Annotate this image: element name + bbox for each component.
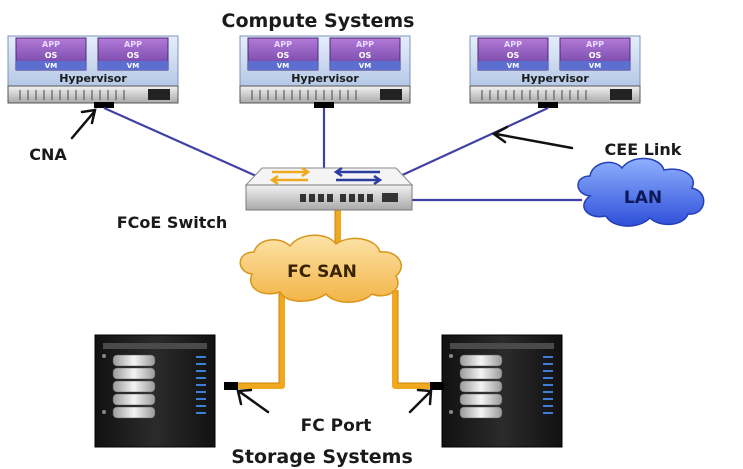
- vm-label: VM: [589, 62, 601, 70]
- os-label: OS: [507, 51, 520, 60]
- cee-link-label: CEE Link: [605, 140, 682, 159]
- vm-1b: APP OS VM: [97, 37, 169, 71]
- storage-system-1: [94, 334, 238, 448]
- cee-link-3: [384, 107, 549, 184]
- app-label: APP: [274, 40, 292, 49]
- vm-label: VM: [277, 62, 289, 70]
- vm-2b: APP OS VM: [329, 37, 401, 71]
- app-label: APP: [356, 40, 374, 49]
- fc-san-label: FC SAN: [287, 262, 357, 282]
- storage-system-2: [430, 334, 563, 448]
- fcoe-switch: [244, 166, 414, 211]
- vm-label: VM: [507, 62, 519, 70]
- vm-3a: APP OS VM: [477, 37, 549, 71]
- vm-1a: APP OS VM: [15, 37, 87, 71]
- fcoe-switch-label: FCoE Switch: [117, 213, 227, 232]
- fc-cable-left: [236, 290, 285, 389]
- compute-host-3: APP OS VM APP OS VM Hypervisor: [469, 35, 641, 108]
- compute-host-2: APP OS VM APP OS VM Hypervisor: [239, 35, 411, 108]
- cna-port-1: [94, 102, 114, 108]
- os-label: OS: [127, 51, 140, 60]
- vm-3b: APP OS VM: [559, 37, 631, 71]
- fc-san-cloud: [239, 234, 402, 303]
- lan-label: LAN: [624, 188, 662, 208]
- os-label: OS: [589, 51, 602, 60]
- disk-stack: [112, 354, 156, 419]
- vm-label: VM: [127, 62, 139, 70]
- orange-arrows: [269, 166, 311, 186]
- vm-2a: APP OS VM: [247, 37, 319, 71]
- os-label: OS: [45, 51, 58, 60]
- cna-port-2: [314, 102, 334, 108]
- disk-stack: [459, 354, 503, 419]
- cna-label: CNA: [29, 145, 67, 164]
- fc-port-left: [224, 382, 238, 390]
- vm-label: VM: [359, 62, 371, 70]
- compute-systems-title: Compute Systems: [222, 10, 415, 32]
- hypervisor-label: Hypervisor: [521, 72, 589, 85]
- hypervisor-label: Hypervisor: [59, 72, 127, 85]
- compute-host-1: APP OS VM APP OS VM Hypervisor: [7, 35, 179, 108]
- os-label: OS: [277, 51, 290, 60]
- os-label: OS: [359, 51, 372, 60]
- cna-port-3: [538, 102, 558, 108]
- cee-links: [103, 106, 582, 202]
- server-chassis: [7, 85, 179, 104]
- fc-port-right: [430, 382, 444, 390]
- blue-arrows: [333, 166, 383, 186]
- fc-port-label: FC Port: [301, 416, 372, 436]
- app-label: APP: [504, 40, 522, 49]
- pointer-arrows: [70, 108, 574, 414]
- app-label: APP: [124, 40, 142, 49]
- app-label: APP: [42, 40, 60, 49]
- lan-cloud: [577, 157, 705, 227]
- fc-cable-right: [392, 290, 438, 389]
- storage-systems-title: Storage Systems: [231, 446, 413, 468]
- app-label: APP: [586, 40, 604, 49]
- cee-link-1: [103, 106, 273, 185]
- vm-label: VM: [45, 62, 57, 70]
- hypervisor-label: Hypervisor: [291, 72, 359, 85]
